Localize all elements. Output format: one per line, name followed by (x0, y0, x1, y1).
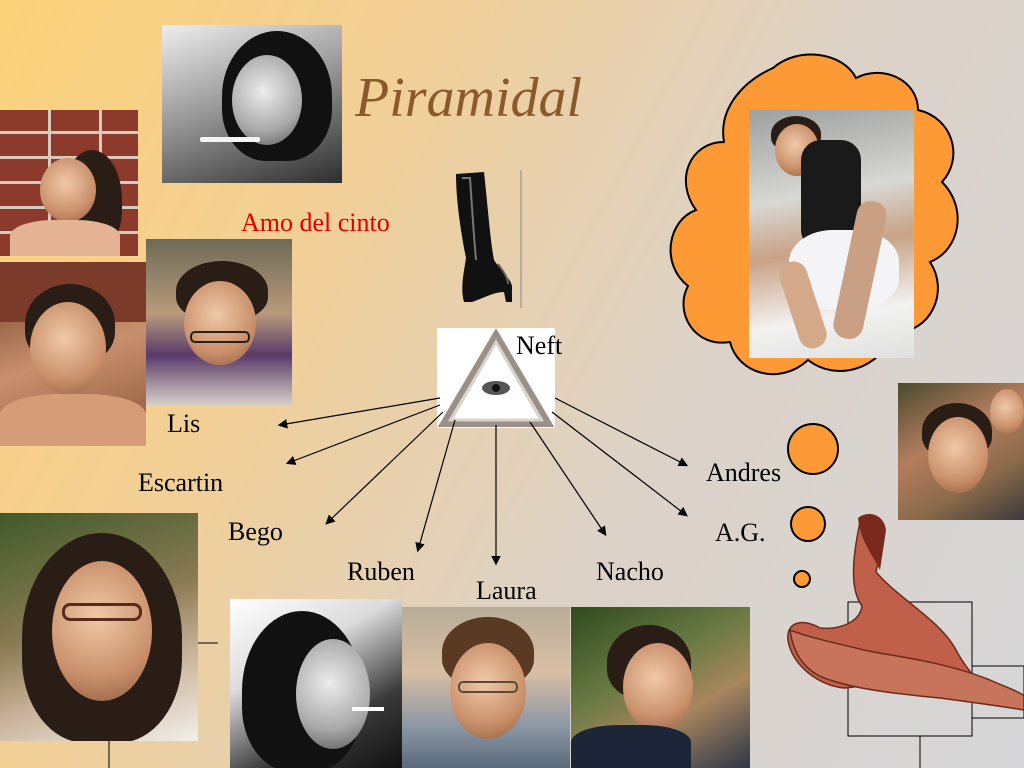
label-bego: Bego (228, 517, 283, 546)
label-nacho: Nacho (596, 557, 664, 586)
boot-clipart (456, 170, 522, 308)
arrow-ag (551, 411, 688, 517)
arrow-escartin (285, 404, 441, 465)
photo-two-men-hugging (898, 383, 1024, 520)
thought-bubble-large (787, 423, 839, 475)
photo-man-profile (571, 607, 750, 768)
label-lis: Lis (167, 409, 201, 438)
photo-man-on-bed (749, 110, 914, 358)
photo-man-smiling-left (0, 262, 146, 446)
label-laura: Laura (476, 576, 537, 605)
slide-title: Piramidal (355, 67, 583, 129)
photo-woman-smoking-top (162, 25, 342, 183)
label-andres: Andres (706, 458, 782, 487)
arrow-andres (554, 397, 689, 467)
couple-clipart (787, 514, 1024, 768)
arrow-bego (325, 411, 444, 525)
thought-bubble-small (793, 570, 811, 588)
photo-man-glasses-sweater (146, 239, 292, 405)
label-ruben: Ruben (347, 557, 415, 586)
thought-bubble-medium (790, 506, 826, 542)
label-ag: A.G. (715, 518, 766, 547)
photo-man-long-hair-glasses (0, 513, 198, 741)
label-neft: Neft (516, 331, 563, 360)
photo-woman-smoking-bottom (230, 599, 402, 768)
label-amo-del-cinto: Amo del cinto (241, 208, 390, 237)
pyramid-eye-image (437, 328, 555, 428)
photo-man-blonde-glasses (402, 607, 570, 768)
arrow-nacho (529, 421, 607, 536)
photo-woman-laughing (0, 110, 138, 256)
arrow-lis (277, 397, 441, 429)
arrow-ruben (415, 419, 456, 553)
label-escartin: Escartin (138, 468, 224, 497)
